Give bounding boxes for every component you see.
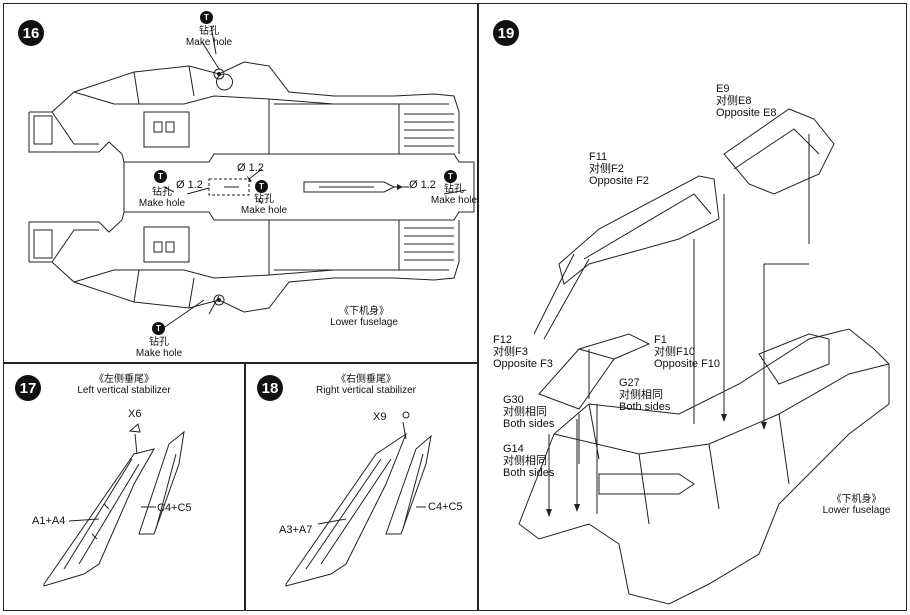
part-c4-c5-label: C4+C5 xyxy=(157,502,192,514)
right-vertical-stabilizer-title: 《右侧垂尾》Right vertical stabilizer xyxy=(315,374,417,396)
lower-fuselage-top-view-drawing xyxy=(28,25,475,330)
right-vertical-stabilizer-drawing xyxy=(285,411,432,587)
left-vertical-stabilizer-title: 《左侧垂尾》Left vertical stabilizer xyxy=(77,374,171,396)
step-16-panel: 16 xyxy=(3,3,478,363)
part-x6-label: X6 xyxy=(128,408,142,420)
diameter-label-center: Ø 1.2 xyxy=(237,162,264,174)
diameter-label-left: Ø 1.2 xyxy=(176,179,203,191)
part-a1-a4-label: A1+A4 xyxy=(32,515,66,527)
left-vertical-stabilizer-drawing xyxy=(43,423,185,587)
step-number-18: 18 xyxy=(257,375,283,401)
drill-icon: T xyxy=(200,11,213,24)
step-number-16: 16 xyxy=(18,20,44,46)
diameter-label-right: Ø 1.2 xyxy=(409,179,436,191)
drill-icon: T xyxy=(152,322,165,335)
step-17-panel: 17 《左侧垂尾》Left vertical stabilizer X6 A1+… xyxy=(3,363,245,611)
part-x9-label: X9 xyxy=(373,411,387,423)
lower-fuselage-label: 《下机身》Lower fuselage xyxy=(822,494,891,516)
step-19-panel: 19 xyxy=(478,3,907,611)
cockpit-fuselage-assembly-drawing xyxy=(518,108,890,605)
drill-icon: T xyxy=(444,170,457,183)
lower-fuselage-label: 《下机身》Lower fuselage xyxy=(330,306,398,328)
step-18-panel: 18 《右侧垂尾》Right vertical stabilizer X9 A3… xyxy=(245,363,478,611)
step-number-19: 19 xyxy=(493,20,519,46)
drill-icon: T xyxy=(255,180,268,193)
part-c4-c5-label: C4+C5 xyxy=(428,501,463,513)
step-number-17: 17 xyxy=(15,375,41,401)
part-a3-a7-label: A3+A7 xyxy=(279,524,313,536)
drill-icon: T xyxy=(154,170,167,183)
